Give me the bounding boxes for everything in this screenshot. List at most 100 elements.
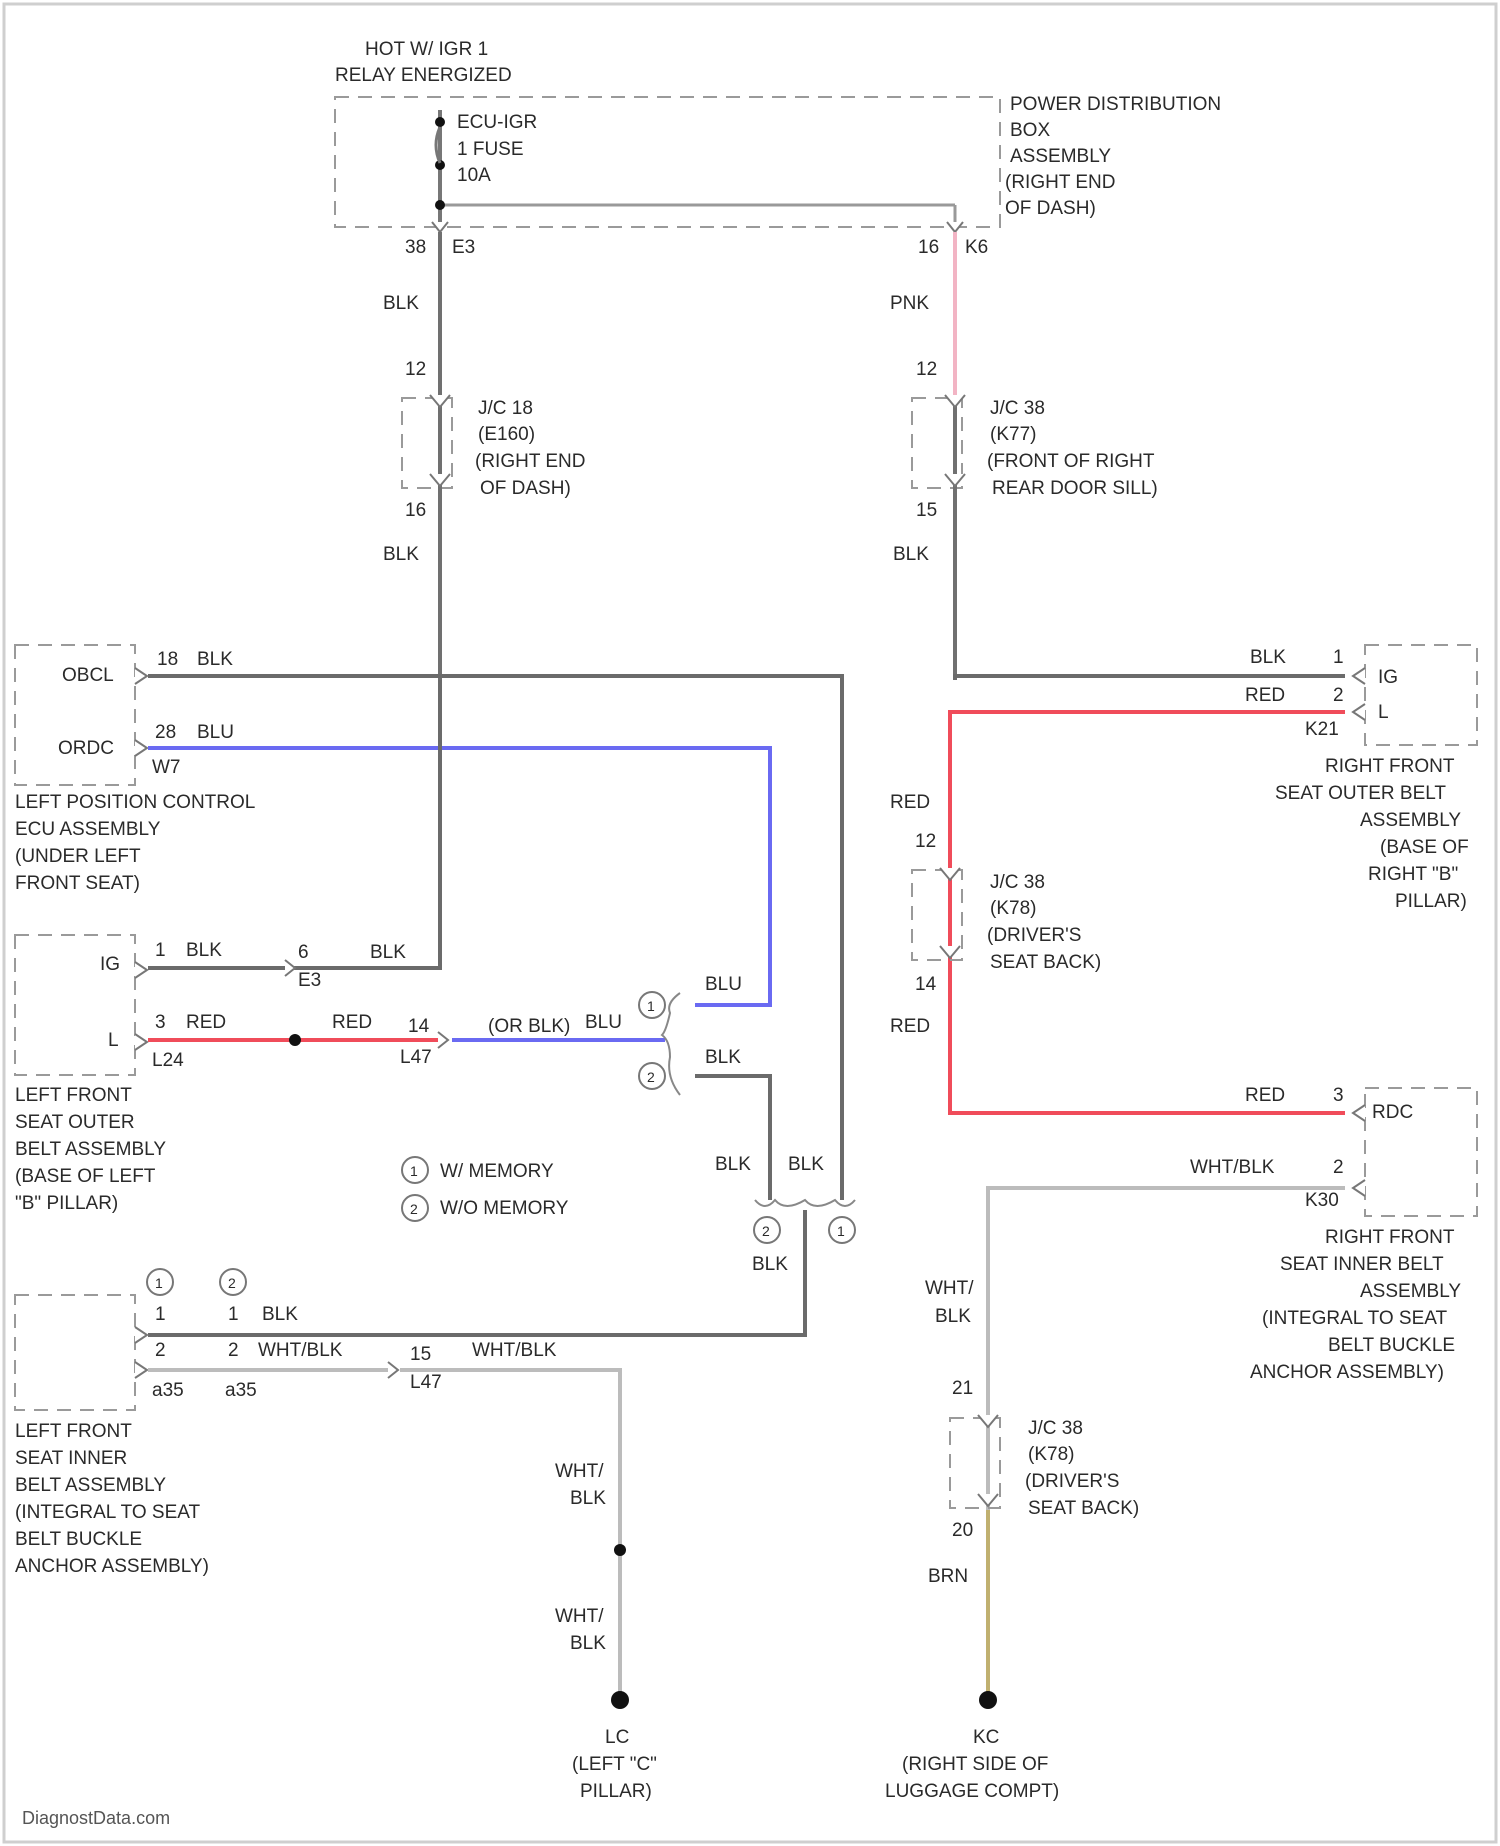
ecu-name-3: (UNDER LEFT (15, 846, 141, 867)
fuse-label-3: 10A (457, 165, 491, 186)
jc38-bottom-wire-a: WHT/ (925, 1278, 974, 1299)
header-line1: HOT W/ IGR 1 (365, 39, 488, 60)
left-inner-color-whtblk: WHT/BLK (258, 1340, 343, 1361)
left-inner-name-1: LEFT FRONT (15, 1421, 132, 1442)
jc38-mid-line3: (DRIVER'S (987, 925, 1081, 946)
wire-color-blk-2: BLK (383, 544, 419, 565)
jc38-mid-line1: J/C 38 (990, 872, 1045, 893)
left-outer-label-ig: IG (100, 954, 120, 975)
junction-color-blk-bottom: BLK (752, 1254, 788, 1275)
jc18-pin-top: 12 (405, 359, 426, 380)
power-box-outline (335, 97, 1000, 227)
e3-pin-6: 6 (298, 942, 309, 963)
legend-marker-1-text: 1 (410, 1163, 418, 1179)
ground-lc-line1: (LEFT "C" (572, 1754, 657, 1775)
ground-lc-icon (611, 1691, 629, 1709)
jc38-bottom-wire-b: BLK (935, 1306, 971, 1327)
right-outer-name-5: RIGHT "B" (1368, 864, 1458, 885)
ground-lc-id: LC (605, 1727, 629, 1748)
inner-marker-1b-text: 2 (228, 1275, 236, 1291)
left-outer-conn-l24: L24 (152, 1050, 184, 1071)
ecu-pin-28: 28 (155, 722, 176, 743)
jc38-bottom-pin-bottom: 20 (952, 1520, 973, 1541)
right-outer-belt-outline (1365, 645, 1477, 745)
left-outer-name-2: SEAT OUTER (15, 1112, 135, 1133)
memory-marker-1-text: 1 (647, 998, 655, 1014)
ecu-pin-18: 18 (157, 649, 178, 670)
right-inner-color-red: RED (1245, 1085, 1285, 1106)
junction-marker-2-text: 2 (762, 1223, 770, 1239)
left-inner-conn-b: a35 (225, 1380, 257, 1401)
mid-color-red: RED (332, 1012, 372, 1033)
right-inner-name-1: RIGHT FRONT (1325, 1227, 1455, 1248)
conn-e3: E3 (452, 237, 475, 258)
ground-kc-line1: (RIGHT SIDE OF (902, 1754, 1048, 1775)
fuse-label-1: ECU-IGR (457, 112, 537, 133)
left-inner-name-5: BELT BUCKLE (15, 1529, 142, 1550)
right-outer-name-2: SEAT OUTER BELT (1275, 783, 1446, 804)
lc-wire-2a: WHT/ (555, 1606, 604, 1627)
left-inner-pin-1b: 1 (228, 1304, 239, 1325)
right-outer-name-6: PILLAR) (1395, 891, 1467, 912)
left-outer-name-1: LEFT FRONT (15, 1085, 132, 1106)
right-outer-label-ig: IG (1378, 667, 1398, 688)
jc38-mid-pin-bottom: 14 (915, 974, 937, 995)
jc18-pin-bottom: 16 (405, 500, 426, 521)
left-outer-name-3: BELT ASSEMBLY (15, 1139, 166, 1160)
jc18-line1: J/C 18 (478, 398, 533, 419)
ecu-name-1: LEFT POSITION CONTROL (15, 792, 255, 813)
watermark: DiagnostData.com (22, 1808, 170, 1828)
right-inner-pin-3: 3 (1333, 1085, 1344, 1106)
ecu-name-2: ECU ASSEMBLY (15, 819, 161, 840)
switch-color-blk: BLK (705, 1047, 741, 1068)
e3-color-blk: BLK (370, 942, 406, 963)
junction-color-blk-1: BLK (715, 1154, 751, 1175)
jc38-bottom-wire-brn: BRN (928, 1566, 968, 1587)
right-outer-pin-2: 2 (1333, 685, 1344, 706)
right-inner-name-3: ASSEMBLY (1360, 1281, 1461, 1302)
left-outer-label-l: L (108, 1030, 119, 1051)
ecu-color-blk: BLK (197, 649, 233, 670)
right-outer-pin-1: 1 (1333, 647, 1344, 668)
ecu-conn-w7: W7 (152, 757, 181, 778)
left-outer-name-5: "B" PILLAR) (15, 1193, 118, 1214)
wire-color-pnk: PNK (890, 293, 929, 314)
left-outer-pin-3: 3 (155, 1012, 166, 1033)
left-inner-name-4: (INTEGRAL TO SEAT (15, 1502, 201, 1523)
right-inner-name-6: ANCHOR ASSEMBLY) (1250, 1362, 1444, 1383)
left-outer-name-4: (BASE OF LEFT (15, 1166, 156, 1187)
left-inner-color-blk: BLK (262, 1304, 298, 1325)
pin-38: 38 (405, 237, 426, 258)
legend-text-2: W/O MEMORY (440, 1198, 569, 1219)
jc38-mid-red-b: RED (890, 1016, 930, 1037)
jc38-bottom-line4: SEAT BACK) (1028, 1498, 1139, 1519)
left-inner-name-6: ANCHOR ASSEMBLY) (15, 1556, 209, 1577)
pin-16: 16 (918, 237, 939, 258)
ecu-label-obcl: OBCL (62, 665, 114, 686)
legend-marker-2-text: 2 (410, 1201, 418, 1217)
ecu-name-4: FRONT SEAT) (15, 873, 140, 894)
right-outer-conn: K21 (1305, 719, 1339, 740)
header-line2: RELAY ENERGIZED (335, 65, 512, 86)
power-box-name-3: ASSEMBLY (1010, 146, 1111, 167)
conn-k6: K6 (965, 237, 988, 258)
right-inner-name-5: BELT BUCKLE (1328, 1335, 1455, 1356)
jc38-mid-line2: (K78) (990, 898, 1036, 919)
ground-lc-line2: PILLAR) (580, 1781, 652, 1802)
right-outer-name-1: RIGHT FRONT (1325, 756, 1455, 777)
e3-conn: E3 (298, 970, 321, 991)
left-inner-name-3: BELT ASSEMBLY (15, 1475, 166, 1496)
right-inner-label-rdc: RDC (1372, 1102, 1413, 1123)
jc38-mid-red-a: RED (890, 792, 930, 813)
ground-kc-line2: LUGGAGE COMPT) (885, 1781, 1059, 1802)
jc38-top-line2: (K77) (990, 424, 1036, 445)
left-inner-color-l47: WHT/BLK (472, 1340, 557, 1361)
right-outer-color-blk: BLK (1250, 647, 1286, 668)
jc38-bottom-line3: (DRIVER'S (1025, 1471, 1119, 1492)
jc38-mid-pin-top: 12 (915, 831, 936, 852)
jc18-line2: (E160) (478, 424, 535, 445)
ground-kc-icon (979, 1691, 997, 1709)
l47-color-orblk: (OR BLK) (488, 1016, 570, 1037)
right-outer-label-l: L (1378, 702, 1389, 723)
